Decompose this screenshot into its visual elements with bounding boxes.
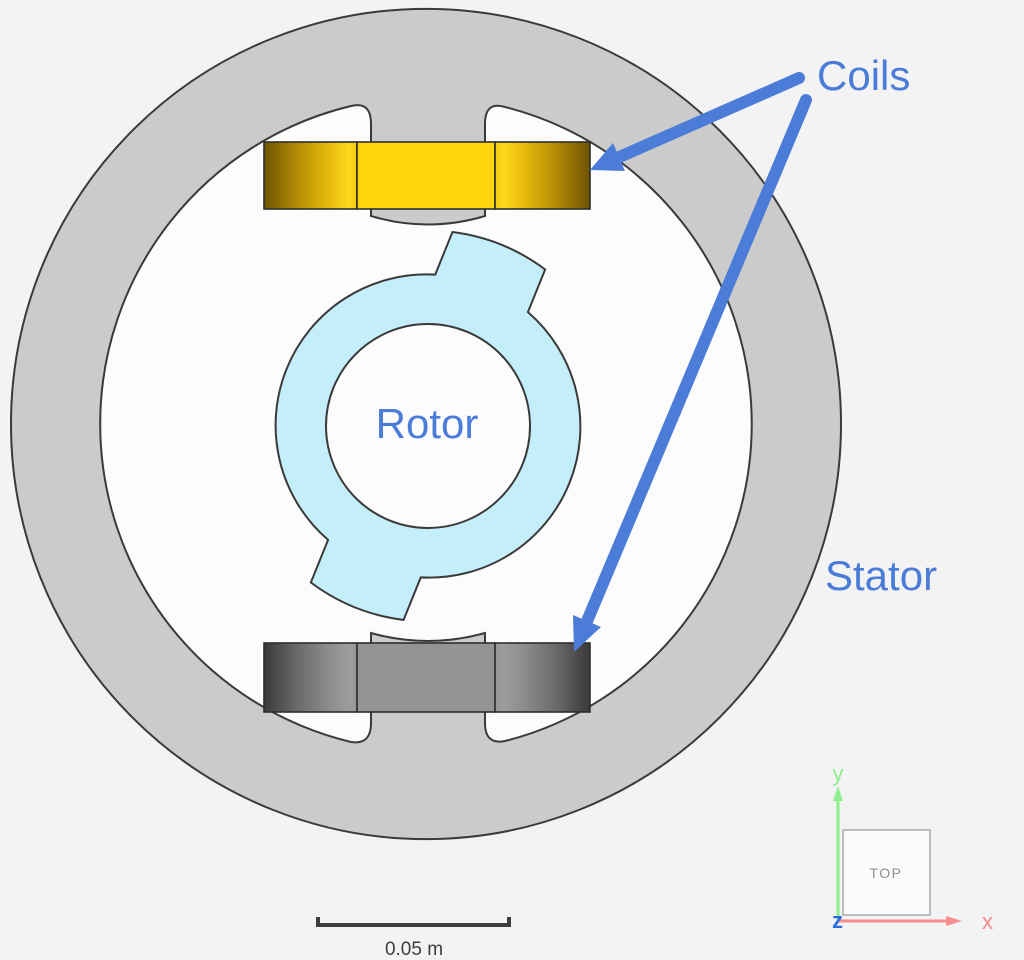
coil-top-left-section[interactable]	[263, 141, 358, 210]
coil-bottom-left-section[interactable]	[263, 642, 358, 713]
scale-bar-label: 0.05 m	[385, 939, 443, 960]
view-cube-label: TOP	[869, 865, 902, 881]
coils-arrow-bottom-head	[573, 615, 601, 652]
scale-bar: 0.05 m	[316, 917, 511, 960]
scale-bar-line	[316, 917, 511, 927]
coil-bottom-front-section[interactable]	[356, 642, 496, 713]
rotor[interactable]	[213, 188, 642, 665]
y-axis-arrowhead	[833, 786, 843, 801]
stator-bore	[100, 98, 752, 750]
coil-top-right-section[interactable]	[494, 141, 591, 210]
rotor-body[interactable]	[213, 188, 642, 665]
coil-top[interactable]	[263, 141, 591, 210]
coils-arrow-bottom-shaft	[579, 94, 812, 632]
stator-label: Stator	[825, 552, 937, 599]
view-cube[interactable]	[842, 829, 931, 916]
x-axis-arrowhead	[946, 916, 962, 926]
coils-arrow-top-shaft	[611, 72, 805, 164]
rotor-label: Rotor	[376, 400, 479, 447]
y-axis-label: y	[833, 761, 844, 786]
orientation-widget: TOP y x z	[832, 761, 993, 934]
coils-arrow-top-head	[590, 143, 625, 171]
z-axis-label: z	[832, 908, 843, 933]
coil-bottom[interactable]	[263, 642, 591, 713]
coils-label: Coils	[817, 52, 910, 99]
x-axis-label: x	[982, 909, 993, 934]
coil-bottom-right-section[interactable]	[494, 642, 591, 713]
coil-top-front-section[interactable]	[356, 141, 496, 210]
coils-annotation-arrows	[573, 72, 812, 652]
